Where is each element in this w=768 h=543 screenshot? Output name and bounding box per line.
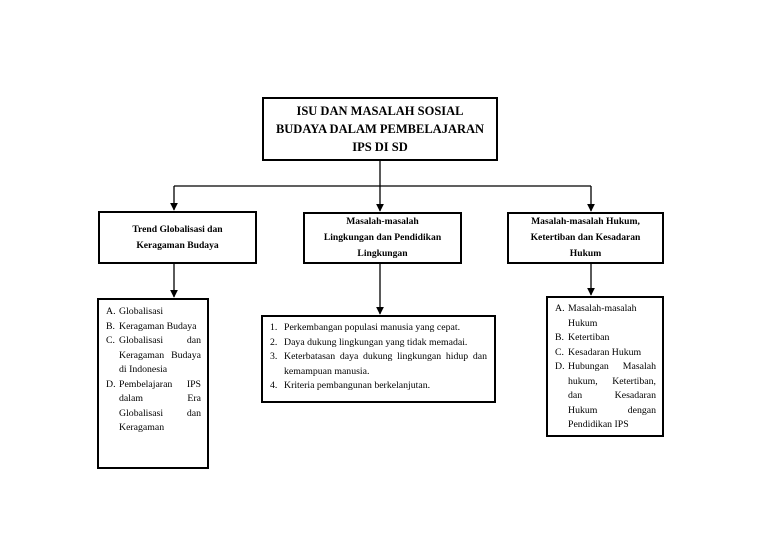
list-item: A.Globalisasi	[106, 305, 201, 320]
subtopic-list-lingkungan: 1. Perkembangan populasi manusia yang cep…	[261, 315, 496, 403]
branch-box-hukum: Masalah-masalah Hukum, Ketertiban dan Ke…	[507, 212, 664, 264]
list-marker: B.	[555, 332, 564, 343]
list-item-text: Hubungan Masalah hukum, Ketertiban, dan …	[568, 361, 656, 430]
list-marker: 3.	[270, 351, 278, 362]
branch-title-line: Masalah-masalah Hukum,	[531, 216, 640, 227]
branch-box-lingkungan: Masalah-masalah Lingkungan dan Pendidika…	[303, 212, 462, 264]
list-marker: D.	[106, 378, 116, 390]
branch-title-line: Ketertiban dan Kesadaran	[530, 232, 641, 243]
list-item: B. Ketertiban	[555, 331, 656, 346]
branch-title-line: Lingkungan	[357, 248, 408, 259]
list-item: D.Pembelajaran IPS dalam Era Globalisasi…	[106, 378, 201, 436]
root-topic-box: ISU DAN MASALAH SOSIAL BUDAYA DALAM PEMB…	[262, 97, 498, 161]
list-item: C. Kesadaran Hukum	[555, 346, 656, 361]
subtopic-list-hukum: A.Masalah-masalah Hukum B. Ketertiban C. K…	[546, 296, 664, 437]
list-item-text: Daya dukung lingkungan yang tidak memada…	[284, 336, 468, 348]
list-marker: A.	[106, 306, 116, 317]
list-item: D.Hubungan Masalah hukum, Ketertiban, da…	[555, 360, 656, 433]
branch-title-line: Lingkungan dan Pendidikan	[323, 232, 442, 243]
list-item: C. Globalisasi dan Keragaman Budaya di In…	[106, 334, 201, 378]
subtopic-list-globalisasi: A.Globalisasi B. Keragaman Budaya C. Globa…	[97, 298, 209, 469]
list-marker: A.	[555, 303, 565, 314]
list-marker: 1.	[270, 322, 278, 333]
root-topic-line: ISU DAN MASALAH SOSIAL	[296, 104, 464, 118]
list-item: A.Masalah-masalah Hukum	[555, 302, 656, 331]
branch-box-globalisasi: Trend Globalisasi dan Keragaman Budaya	[98, 211, 257, 264]
list-item-text: Keragaman Budaya	[119, 320, 197, 332]
list-item-text: Perkembangan populasi manusia yang cepat…	[284, 322, 461, 333]
branch-title-line: Hukum	[569, 248, 602, 259]
list-item-text: Kriteria pembangunan berkelanjutan.	[284, 380, 431, 391]
list-item: 2. Daya dukung lingkungan yang tidak mema…	[270, 336, 487, 351]
list-item-text: Kesadaran Hukum	[568, 346, 642, 358]
list-item-text: Ketertiban	[568, 332, 610, 343]
root-topic-line: IPS DI SD	[352, 140, 408, 154]
list-item-text: Pembelajaran IPS dalam Era Globalisasi d…	[119, 378, 201, 434]
list-item-text: Globalisasi dan Keragaman Budaya di Indo…	[119, 335, 201, 375]
list-marker: 2.	[270, 336, 278, 348]
list-item-text: Keterbatasan daya dukung lingkungan hidu…	[284, 351, 487, 377]
branch-title-line: Masalah-masalah	[346, 216, 419, 227]
list-item: 3. Keterbatasan daya dukung lingkungan hi…	[270, 350, 487, 379]
list-marker: C.	[555, 346, 564, 358]
list-marker: D.	[555, 361, 565, 372]
root-topic-line: BUDAYA DALAM PEMBELAJARAN	[275, 122, 485, 136]
branch-title-line: Trend Globalisasi dan	[132, 223, 223, 235]
list-marker: C.	[106, 335, 115, 346]
list-item: 4. Kriteria pembangunan berkelanjutan.	[270, 379, 487, 394]
branch-title-line: Keragaman Budaya	[136, 239, 219, 251]
list-marker: 4.	[270, 380, 278, 391]
list-marker: B.	[106, 320, 115, 332]
list-item: B. Keragaman Budaya	[106, 320, 201, 335]
list-item-text: Masalah-masalah Hukum	[568, 303, 637, 329]
list-item-text: Globalisasi	[119, 306, 164, 317]
list-item: 1. Perkembangan populasi manusia yang cep…	[270, 321, 487, 336]
